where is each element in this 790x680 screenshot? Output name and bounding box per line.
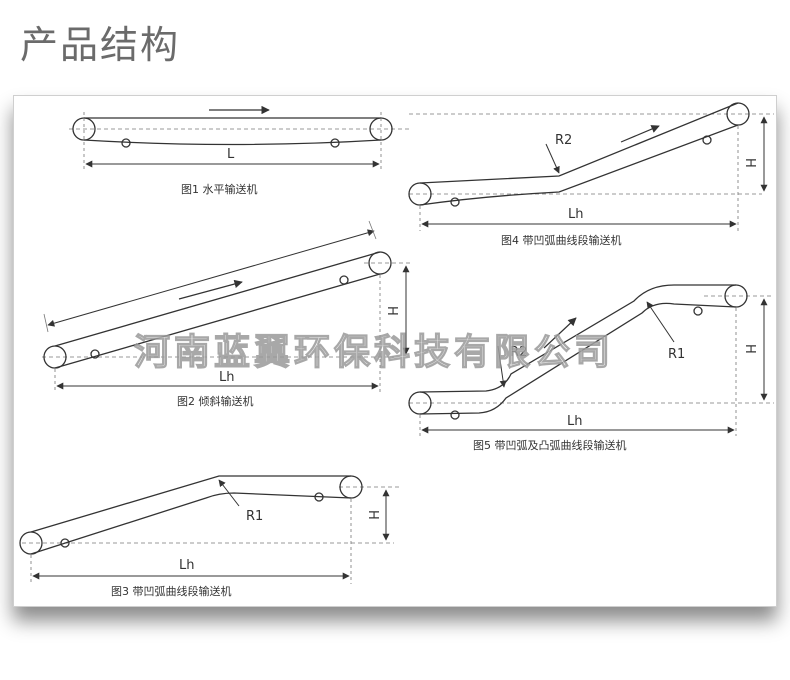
page-title: 产品结构 bbox=[20, 23, 181, 67]
fig2-dim-lh: Lh bbox=[219, 370, 234, 385]
conveyor-diagrams: L 图1 水平输送机 R2 Lh H 图4 带凹弧曲线段输送机 bbox=[19, 102, 774, 598]
diagram-panel: L 图1 水平输送机 R2 Lh H 图4 带凹弧曲线段输送机 bbox=[13, 95, 777, 607]
fig1-caption: 图1 水平输送机 bbox=[181, 182, 258, 196]
fig4-dim-lh: Lh bbox=[568, 207, 583, 222]
fig4-caption: 图4 带凹弧曲线段输送机 bbox=[501, 233, 622, 247]
fig3-radius: R1 bbox=[246, 509, 263, 524]
fig2-dim-h: H bbox=[384, 306, 399, 316]
figure-5-concave-convex bbox=[408, 284, 774, 436]
figure-3-concave bbox=[19, 475, 399, 584]
watermark: 河南蓝翼环保科技有限公司 bbox=[134, 331, 614, 373]
figure-1-horizontal bbox=[69, 105, 409, 171]
figure-4-concave bbox=[408, 102, 774, 231]
fig3-caption: 图3 带凹弧曲线段输送机 bbox=[111, 584, 232, 598]
fig5-radius-convex: R1 bbox=[668, 347, 685, 362]
fig4-dim-h: H bbox=[742, 158, 757, 168]
fig2-caption: 图2 倾斜输送机 bbox=[177, 394, 254, 408]
fig5-radius-concave: R2 bbox=[510, 345, 527, 360]
figure-2-inclined bbox=[42, 220, 412, 393]
fig3-dim-lh: Lh bbox=[179, 558, 194, 573]
fig3-dim-h: H bbox=[365, 510, 380, 520]
fig1-dim-l: L bbox=[227, 147, 235, 162]
fig4-radius: R2 bbox=[555, 133, 572, 148]
fig5-dim-h: H bbox=[742, 344, 757, 354]
fig5-dim-lh: Lh bbox=[567, 414, 582, 429]
fig5-caption: 图5 带凹弧及凸弧曲线段输送机 bbox=[473, 438, 627, 452]
